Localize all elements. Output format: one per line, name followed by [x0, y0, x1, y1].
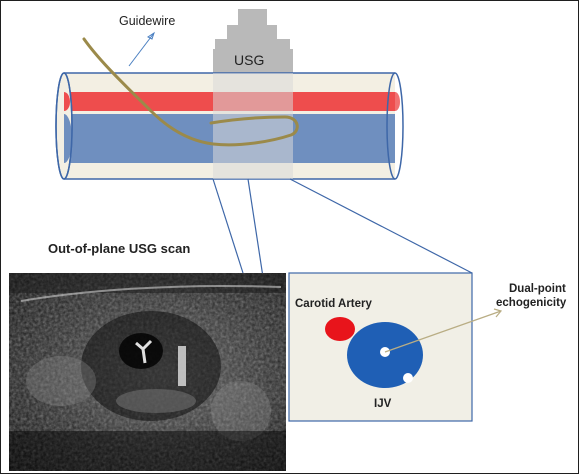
echo-point-2 — [403, 373, 413, 383]
guidewire-label: Guidewire — [119, 14, 175, 28]
ultrasound-scan-image — [9, 273, 286, 471]
ultrasound-beam — [213, 73, 293, 179]
echogenicity-label-line2: echogenicity — [496, 297, 567, 309]
probe-label: USG — [234, 52, 264, 68]
carotid-label: Carotid Artery — [295, 298, 372, 310]
carotid-artery — [325, 317, 355, 341]
cross-section-inset: Carotid Artery IJV — [289, 273, 472, 421]
scan-title: Out-of-plane USG scan — [48, 241, 190, 256]
echogenicity-label-line1: Dual-point — [509, 283, 566, 295]
guidewire-arrowhead — [148, 33, 154, 39]
ijv-label: IJV — [374, 398, 392, 410]
leader-line-inset-right — [290, 179, 472, 273]
leader-line-scan — [213, 179, 243, 273]
